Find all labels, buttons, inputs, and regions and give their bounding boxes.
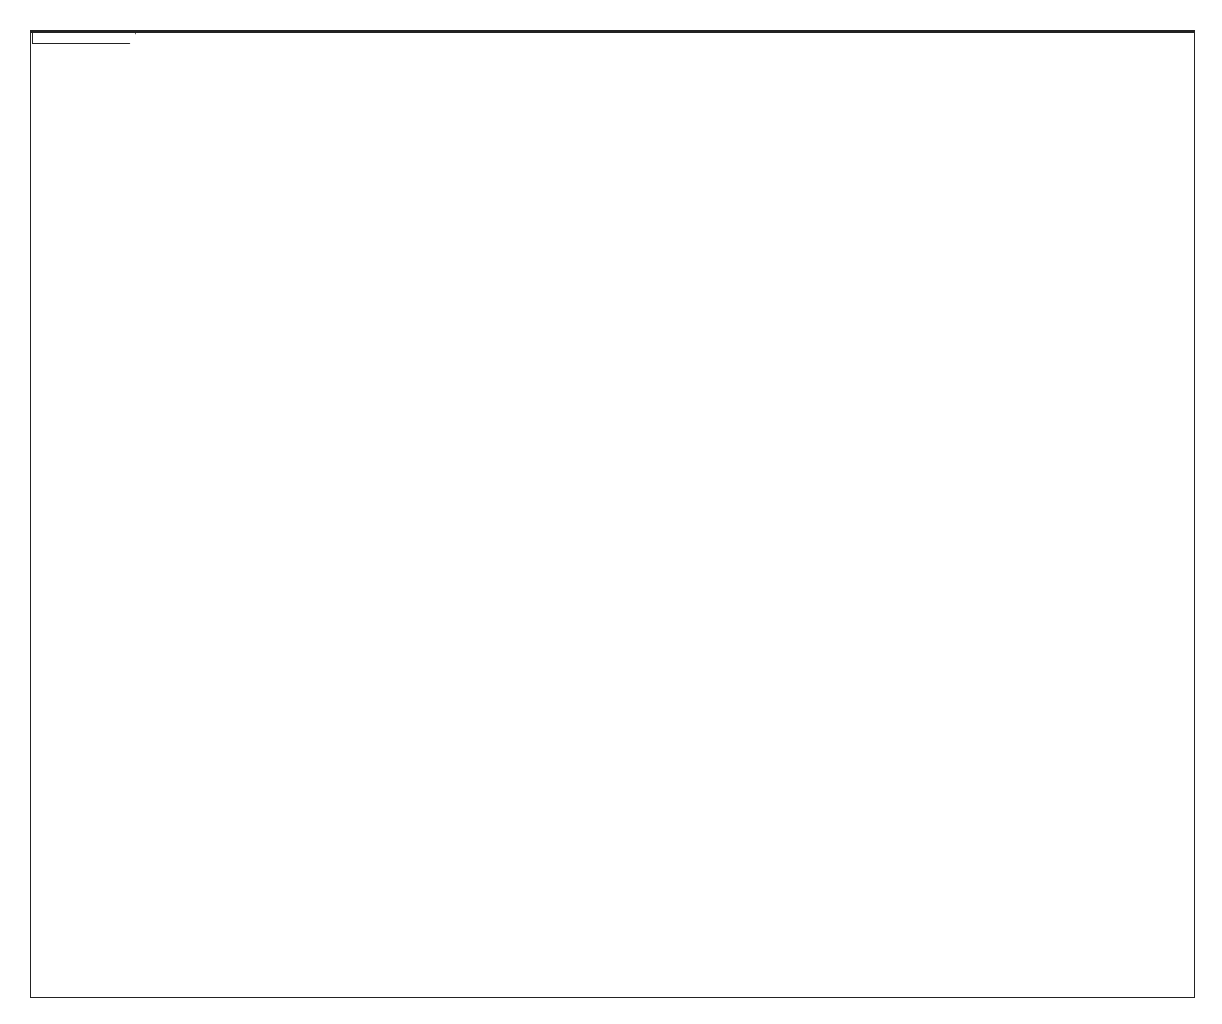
diagram-frame <box>30 30 1195 998</box>
